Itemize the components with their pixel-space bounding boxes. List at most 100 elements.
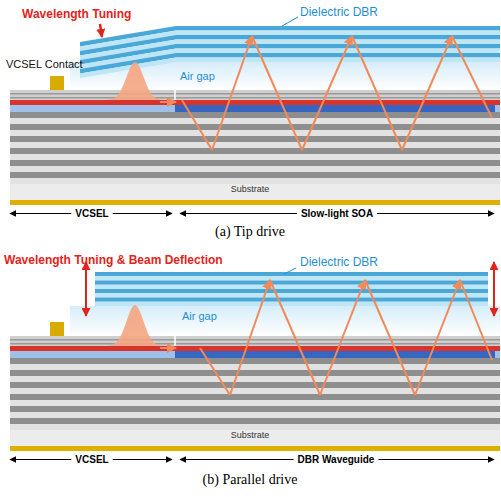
span-arrow <box>180 213 297 214</box>
active-layer <box>10 346 500 351</box>
bottom-dbr-layer <box>10 178 500 184</box>
light-ray <box>460 280 492 360</box>
dielectric-dbr-layer <box>95 285 488 289</box>
light-ray <box>230 280 270 395</box>
light-ray <box>212 36 252 150</box>
waveguide-layer <box>10 351 175 358</box>
cladding <box>10 336 500 346</box>
optical-mode <box>100 62 170 100</box>
dielectric-dbr-layer <box>95 272 488 276</box>
dielectric-dbr-layer <box>95 293 488 297</box>
vcsel-contact <box>50 76 64 90</box>
light-ray <box>200 348 230 395</box>
part-label: VCSEL Contact <box>6 58 83 70</box>
bottom-dbr-layer <box>10 148 500 154</box>
bottom-dbr-layer <box>10 142 500 148</box>
span-arrow <box>180 459 294 460</box>
bottom-dbr-layer <box>10 370 500 376</box>
bottom-contact <box>10 446 500 451</box>
light-ray <box>252 36 302 150</box>
dielectric-dbr-layer <box>95 302 488 306</box>
bottom-dbr-layer <box>10 388 500 394</box>
leader-line <box>284 268 296 274</box>
callout-text: Dielectric DBR <box>300 6 378 19</box>
dielectric-dbr-layer <box>95 298 488 302</box>
waveguide-layer <box>175 105 495 112</box>
light-ray <box>302 36 352 150</box>
trench <box>174 90 176 100</box>
waveguide-layer <box>495 105 500 112</box>
cladding-line <box>10 343 500 345</box>
span-arrow <box>113 459 172 460</box>
leader-line <box>282 17 298 26</box>
dielectric-dbr-layer <box>95 281 488 285</box>
light-ray <box>320 280 365 395</box>
actuation-arrow <box>493 262 495 316</box>
callout-text: Wavelength Tuning <box>22 8 131 21</box>
bottom-dbr-layer <box>10 166 500 172</box>
bottom-dbr-layer <box>10 400 500 406</box>
dielectric-dbr-layer <box>175 58 500 63</box>
vcsel-contact <box>50 322 64 336</box>
coupling-arrow <box>160 101 176 103</box>
bottom-dbr-layer <box>10 124 500 130</box>
trench <box>174 336 176 346</box>
dimension-label: VCSEL <box>75 454 108 465</box>
bottom-contact <box>10 200 500 205</box>
substrate <box>10 184 500 200</box>
layer-label: Substrate <box>231 185 270 195</box>
layer-label: Substrate <box>231 431 270 441</box>
optical-mode <box>100 305 170 346</box>
bottom-dbr-layer <box>10 130 500 136</box>
bottom-dbr-layer <box>10 424 500 430</box>
span-arrow <box>378 459 494 460</box>
dimension-label: DBR Waveguide <box>298 454 375 465</box>
bottom-dbr-layer <box>10 136 500 142</box>
bottom-dbr-layer <box>10 406 500 412</box>
cladding-line <box>10 97 500 99</box>
dielectric-dbr-layer <box>175 49 500 54</box>
active-layer <box>10 100 500 105</box>
bottom-dbr-layer <box>10 154 500 160</box>
light-ray <box>182 100 212 150</box>
span-arrow <box>377 213 494 214</box>
caption: (b) Parallel drive <box>203 472 298 487</box>
span-arrow <box>113 213 172 214</box>
bottom-dbr-layer <box>10 172 500 178</box>
tuning-arrow <box>100 24 102 37</box>
bottom-dbr-layer <box>10 160 500 166</box>
bottom-dbr-layer <box>10 118 500 124</box>
region-label: Air gap <box>182 310 217 322</box>
span-arrow <box>10 459 71 460</box>
dimension-label: Slow-light SOA <box>301 208 373 219</box>
span-arrow <box>10 213 71 214</box>
bottom-dbr-layer <box>10 394 500 400</box>
waveguide-layer <box>495 351 500 358</box>
callout-text: Dielectric DBR <box>300 256 378 269</box>
substrate <box>10 430 500 446</box>
coupling-arrow <box>160 347 176 349</box>
callout-text: Wavelength Tuning & Beam Deflection <box>4 254 223 267</box>
dielectric-dbr-layer <box>175 53 500 58</box>
light-ray <box>352 36 402 150</box>
dimension-label: VCSEL <box>75 208 108 219</box>
light-ray <box>402 36 452 150</box>
light-ray <box>270 280 320 395</box>
actuation-arrow <box>85 262 87 316</box>
light-ray <box>365 280 415 395</box>
dielectric-dbr-layer <box>95 289 488 293</box>
tip-drive-panel <box>10 17 500 205</box>
dielectric-dbr-layer <box>95 276 488 280</box>
waveguide-layer <box>10 105 175 112</box>
dielectric-dbr-layer <box>175 26 500 31</box>
bottom-dbr-layer <box>10 112 500 118</box>
bottom-dbr-layer <box>10 418 500 424</box>
bottom-dbr-layer <box>10 382 500 388</box>
light-ray <box>415 280 460 395</box>
bottom-dbr-layer <box>10 376 500 382</box>
region-label: Air gap <box>180 70 215 82</box>
bottom-dbr-layer <box>10 412 500 418</box>
dielectric-dbr-layer <box>175 44 500 49</box>
